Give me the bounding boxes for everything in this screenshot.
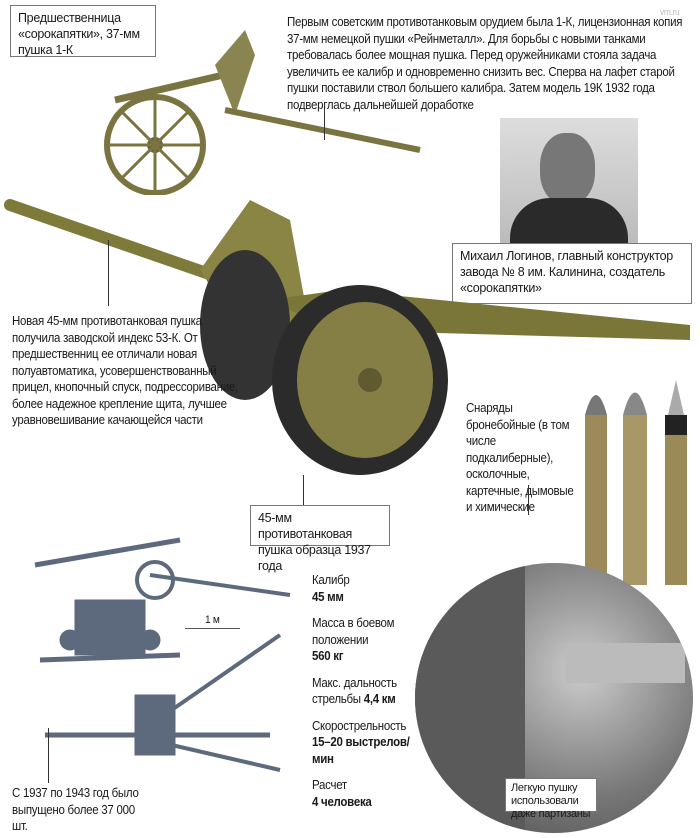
spec-item: Макс. дальность стрельбы 4,4 км [312,675,397,707]
gun-53k-image [4,199,690,475]
shells-text: Снаряды бронебойные (в том числе подкали… [466,401,574,514]
shells-image [585,380,687,585]
new-gun-text: Новая 45-мм противотанковая пушка получи… [12,314,238,427]
intro-text: Первым советским противотанковым орудием… [287,15,683,112]
production-text: С 1937 по 1943 год было выпущено более 3… [12,786,139,833]
partisans-caption: Легкую пушку использовали даже партизаны [505,778,597,820]
gun-caption: 45-мм противотанковая пушка образца 1937… [250,505,390,573]
scale-label: 1 м [205,614,220,626]
gun-silhouettes [34,537,291,772]
designer-portrait [500,118,638,244]
scale-bar [185,628,240,629]
watermark: vm.ru [660,7,680,17]
designer-caption: Михаил Логинов, главный конструктор заво… [452,243,692,304]
gun-1k-image [104,30,421,195]
predecessor-caption: Предшественница «сорокапятки», 37-мм пуш… [10,5,156,57]
